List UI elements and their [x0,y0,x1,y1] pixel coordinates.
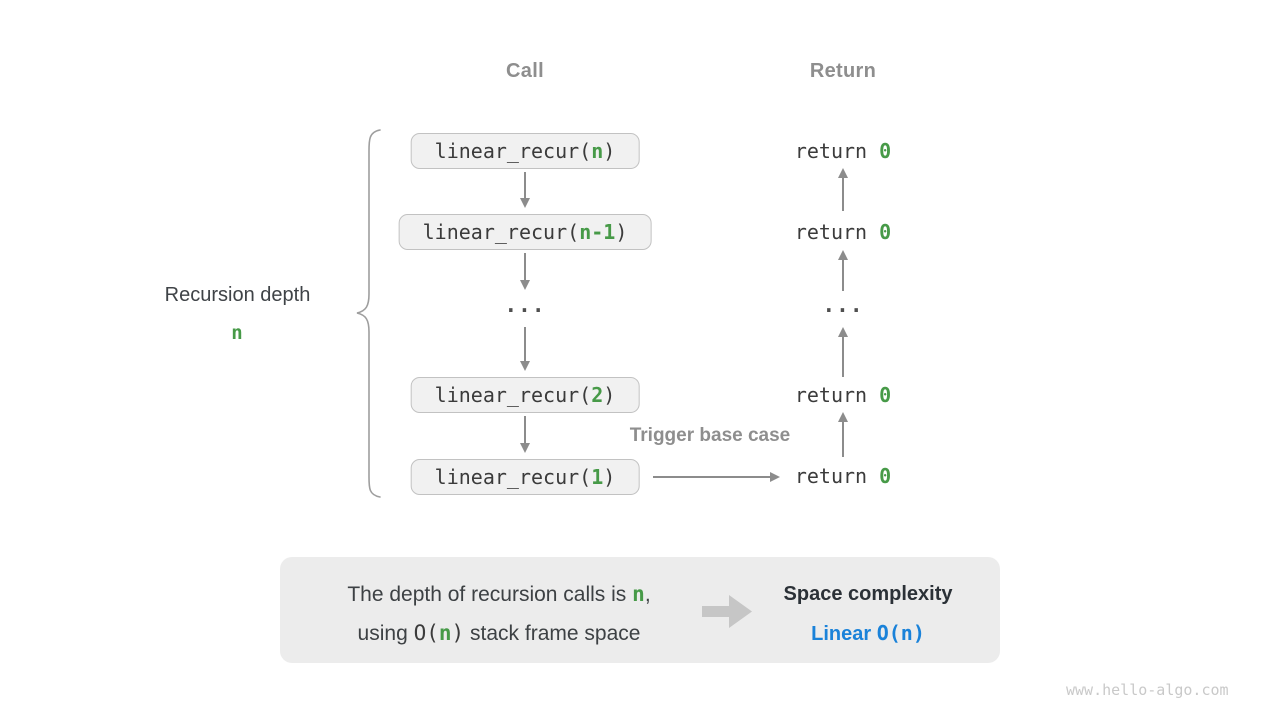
return-value: 0 [879,220,892,244]
code-arg: n-1 [579,220,616,244]
return-keyword: return [794,220,880,244]
return-value: 0 [879,464,892,488]
space-complexity-value: Linear O(n) [752,614,984,654]
complexity-notation: O(n) [876,621,925,645]
return-value: 0 [879,139,892,163]
summary-panel [280,557,1000,663]
return-statement-2: return 0 [795,220,891,244]
call-frame-n: linear_recur(n) [410,133,640,169]
code-arg: 2 [591,383,604,407]
return-statement-3: return 0 [795,383,891,407]
code-text: linear_recur( [434,465,592,489]
return-column-header: Return [809,60,877,82]
summary-text: using [357,622,414,645]
call-column-header: Call [506,60,544,82]
code-text: linear_recur( [434,383,592,407]
summary-statement: The depth of recursion calls is n, using… [300,575,698,653]
code-arg: 1 [591,465,604,489]
summary-result: Space complexity Linear O(n) [752,575,984,654]
return-statement-4: return 0 [795,464,891,488]
recursion-depth-brace [356,129,381,498]
code-text: ) [603,383,616,407]
code-text: ) [603,465,616,489]
code-text: linear_recur( [434,139,592,163]
big-o-close: ) [451,621,465,645]
call-frame-2: linear_recur(2) [410,377,640,413]
complexity-word: Linear [811,623,877,645]
summary-var-n: n [632,582,645,606]
summary-text: The depth of recursion calls is [347,583,633,606]
return-keyword: return [794,139,880,163]
return-statement-1: return 0 [795,139,891,163]
watermark: www.hello-algo.com [1066,681,1229,699]
call-frame-1: linear_recur(1) [410,459,640,495]
summary-text: , [644,583,651,606]
summary-var-n: n [438,621,452,645]
return-value: 0 [879,383,892,407]
code-text: ) [615,220,628,244]
right-block-arrow-icon [702,595,752,628]
return-ellipsis: ... [822,293,864,317]
summary-line-2: using O(n) stack frame space [300,614,698,653]
big-o-open: O( [413,621,439,645]
summary-text: stack frame space [464,622,641,645]
call-frame-n-1: linear_recur(n-1) [398,214,652,250]
return-keyword: return [794,464,880,488]
code-text: ) [603,139,616,163]
code-text: linear_recur( [422,220,580,244]
recursion-depth-value: n [231,322,243,344]
recursion-depth-label: Recursion depth [164,284,311,306]
code-arg: n [591,139,604,163]
trigger-base-case-label: Trigger base case [629,425,791,446]
call-ellipsis: ... [504,293,546,317]
return-keyword: return [794,383,880,407]
summary-line-1: The depth of recursion calls is n, [300,575,698,614]
space-complexity-title: Space complexity [783,583,953,605]
